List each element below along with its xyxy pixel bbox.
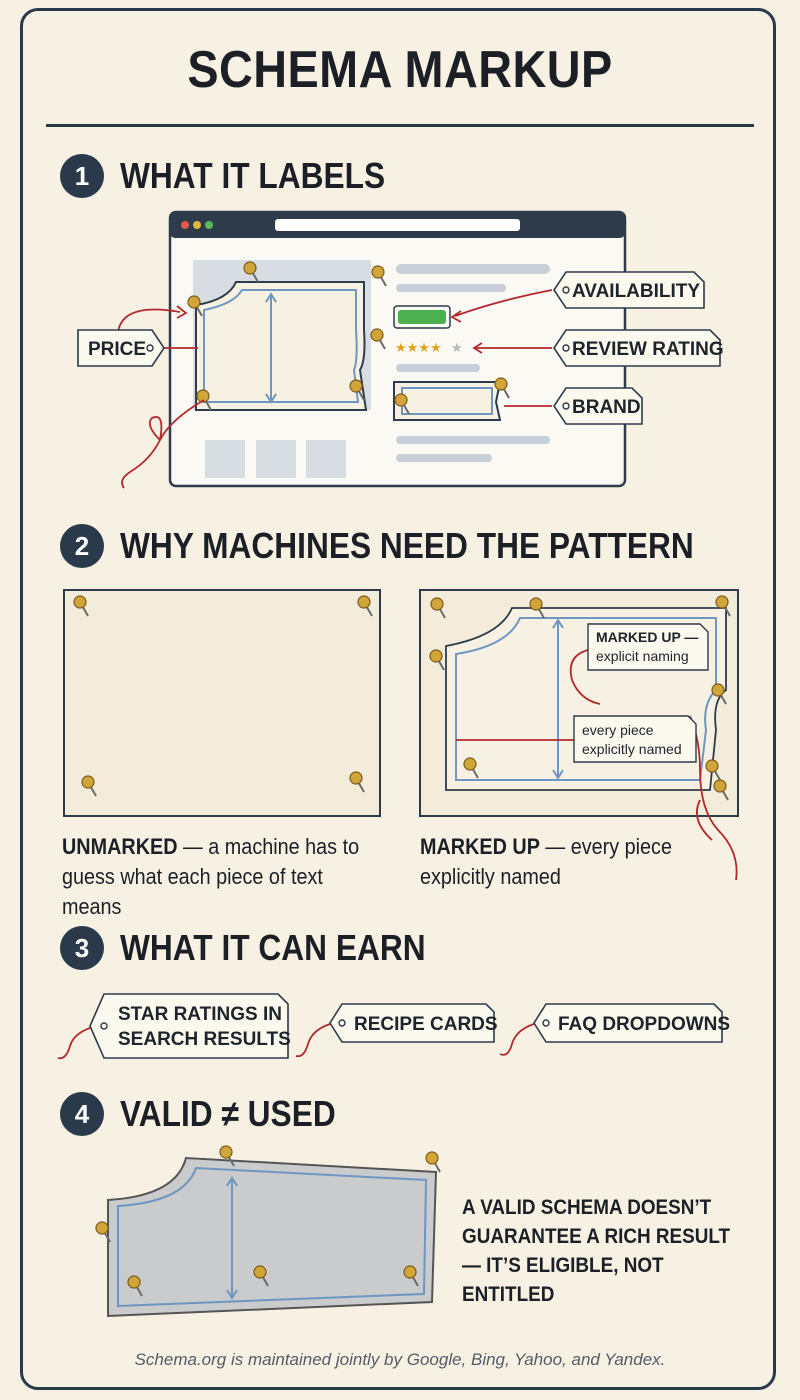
unmarked-caption-text: — a machine has to guess what each piece…: [62, 834, 360, 919]
section-title: VALID ≠ USED: [120, 1093, 336, 1134]
address-bar: [275, 219, 520, 231]
svg-text:★: ★: [451, 341, 463, 356]
marked-caption-bold: MARKED UP: [420, 834, 540, 859]
note-every-piece: every piece explicitly named: [573, 715, 697, 763]
tag-availability: AVAILABILITY: [553, 271, 705, 309]
window-minimize-dot: [193, 221, 201, 229]
note-every-piece-line2: explicitly named: [582, 741, 682, 757]
section-number: 3: [60, 926, 104, 970]
section-3-heading: 3 WHAT IT CAN EARN: [60, 924, 467, 972]
marked-caption-text: — every piece explicitly named: [420, 834, 672, 889]
section-4-heading: 4 VALID ≠ USED: [60, 1090, 365, 1138]
tag-availability-label: AVAILABILITY: [572, 281, 700, 302]
note-marked-up-line2: explicit naming: [596, 648, 689, 664]
unmarked-caption: UNMARKED — a machine has to guess what e…: [62, 832, 386, 922]
availability-indicator: [398, 310, 446, 324]
earn-tag-faq-dropdowns-label: FAQ DROPDOWNS: [558, 1014, 730, 1035]
unmarked-caption-bold: UNMARKED: [62, 834, 178, 859]
note-marked-up: MARKED UP — explicit naming: [587, 623, 709, 671]
tag-review-rating: REVIEW RATING: [553, 329, 724, 367]
tag-price-label: PRICE: [88, 339, 146, 360]
window-close-dot: [181, 221, 189, 229]
browser-mockup: ★★★★★: [168, 210, 627, 488]
tag-review-rating-label: REVIEW RATING: [572, 339, 724, 360]
section-number: 2: [60, 524, 104, 568]
valid-schema-piece: [95, 1145, 441, 1318]
tag-brand: BRAND: [553, 387, 643, 425]
section-title: WHAT IT LABELS: [120, 155, 386, 196]
section-title: WHAT IT CAN EARN: [120, 927, 426, 968]
title-divider: [46, 124, 754, 127]
section-number: 1: [60, 154, 104, 198]
earn-tag-recipe-cards: RECIPE CARDS: [329, 1003, 498, 1043]
section-title: WHY MACHINES NEED THE PATTERN: [120, 525, 694, 566]
marked-panel: MARKED UP — explicit naming every piece …: [419, 589, 739, 881]
footer-note: Schema.org is maintained jointly by Goog…: [134, 1350, 666, 1369]
tag-price: PRICE: [77, 329, 165, 367]
marked-caption: MARKED UP — every piece explicitly named: [420, 832, 699, 892]
tag-brand-label: BRAND: [572, 397, 641, 418]
earn-tag-star-ratings-line1: STAR RATINGS IN: [118, 1004, 282, 1025]
earn-tag-star-ratings-line2: SEARCH RESULTS: [118, 1029, 291, 1050]
page-title: SCHEMA MARKUP: [187, 41, 613, 99]
note-marked-up-line1: MARKED UP —: [596, 629, 698, 645]
section-1-heading: 1 WHAT IT LABELS: [60, 152, 421, 200]
star-rating: ★★★★★: [395, 341, 463, 356]
svg-text:★★★★: ★★★★: [395, 341, 442, 356]
earn-tag-recipe-cards-label: RECIPE CARDS: [354, 1014, 498, 1035]
valid-schema-note: A VALID SCHEMA DOESN’T GUARANTEE A RICH …: [462, 1196, 731, 1306]
earn-tag-faq-dropdowns: FAQ DROPDOWNS: [533, 1003, 730, 1043]
unmarked-panel: [63, 589, 381, 817]
section-number: 4: [60, 1092, 104, 1136]
note-every-piece-line1: every piece: [582, 722, 654, 738]
earn-tag-star-ratings: STAR RATINGS IN SEARCH RESULTS: [89, 993, 291, 1059]
window-maximize-dot: [205, 221, 213, 229]
earn-tags: STAR RATINGS IN SEARCH RESULTS RECIPE CA…: [57, 993, 730, 1060]
section-2-heading: 2 WHY MACHINES NEED THE PATTERN: [60, 522, 772, 570]
